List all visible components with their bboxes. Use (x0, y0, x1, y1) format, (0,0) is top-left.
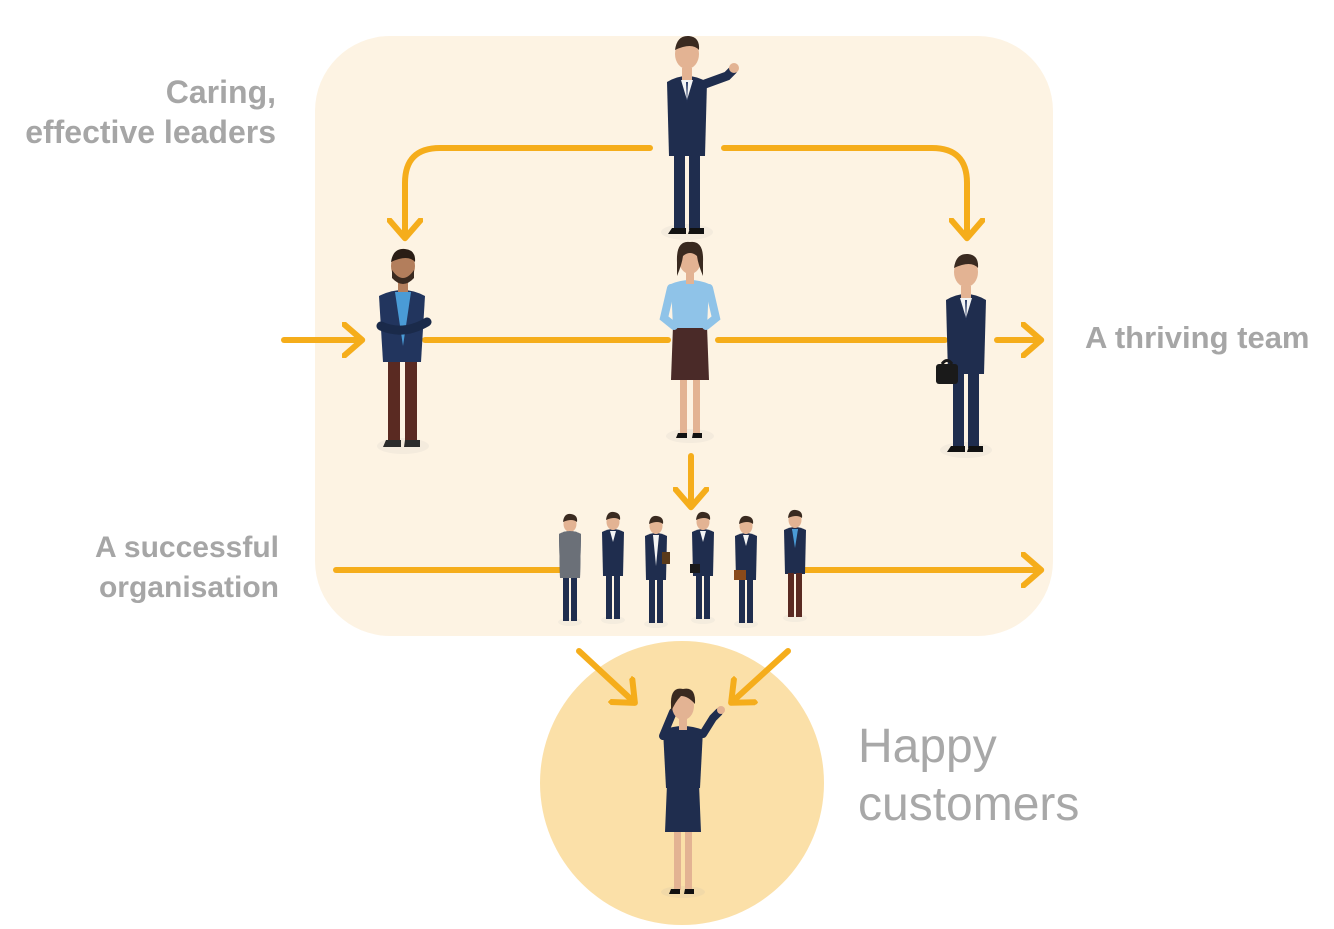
team-member-right-figure (936, 253, 992, 458)
leaders-label-line-1: Caring, (165, 74, 276, 110)
team-member-center-figure (659, 241, 721, 443)
customers-label-line-1: Happy (858, 720, 997, 773)
organisation-group (558, 509, 807, 628)
team-member-left-figure (376, 248, 432, 454)
org-member-6 (783, 509, 807, 622)
organisation-label-line-1: A successful (95, 531, 279, 564)
customer-figure (659, 688, 725, 898)
customers-label: Happy customers (858, 718, 1079, 834)
org-member-5 (734, 515, 758, 628)
team-label: A thriving team (1085, 320, 1310, 355)
leader-figure (661, 35, 739, 240)
leader-to-left-arrow (405, 145, 653, 237)
organisation-label-line-2: organisation (98, 571, 279, 604)
leaders-label: Caring, effective leaders (25, 72, 276, 152)
org-to-customer-left-arrow (576, 648, 634, 702)
org-member-1 (558, 513, 582, 626)
org-to-customer-right-arrow (732, 648, 791, 702)
org-member-3 (644, 515, 670, 628)
leaders-label-line-2: effective leaders (25, 114, 276, 150)
leader-to-right-arrow (721, 145, 967, 237)
customers-label-line-2: customers (858, 778, 1080, 831)
organisation-label: A successful organisation (95, 528, 279, 608)
org-member-4 (690, 511, 715, 624)
